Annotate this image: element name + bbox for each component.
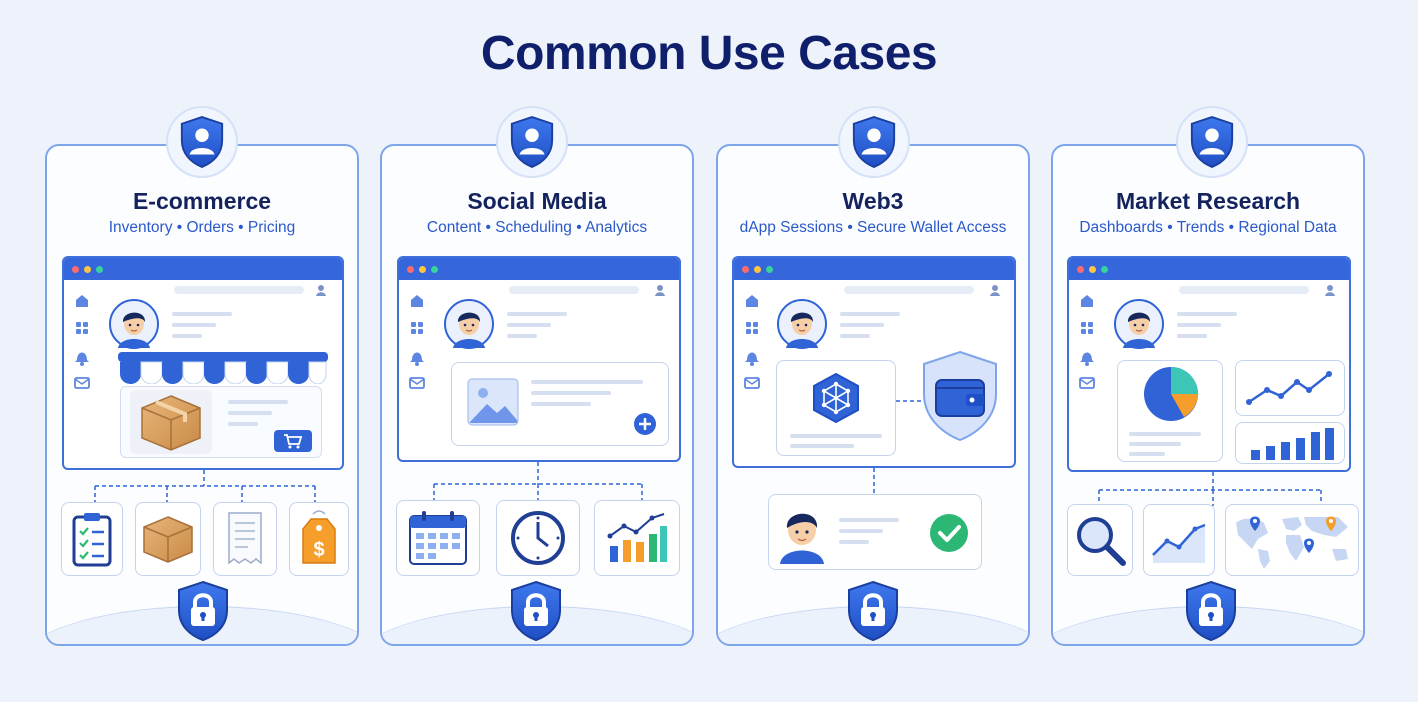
svg-text:$: $ — [313, 539, 324, 561]
avatar — [776, 298, 828, 350]
tile-time — [496, 500, 580, 576]
app-window-mockup — [732, 256, 1016, 468]
card-subtitle: dApp Sessions • Secure Wallet Access — [739, 219, 1007, 236]
tile-receipts — [213, 502, 277, 576]
world-map-icon — [1236, 516, 1348, 569]
add-post-button — [634, 413, 656, 435]
card-title: Social Media — [467, 188, 607, 214]
user-shield-icon — [508, 115, 556, 169]
app-window-mockup — [62, 256, 344, 470]
user-shield-badge — [166, 106, 238, 178]
connector-lines — [1098, 472, 1322, 506]
card-subtitle: Content • Scheduling • Analytics — [426, 219, 648, 236]
shopping-cart-icon — [284, 434, 303, 449]
connector-line — [873, 468, 875, 496]
sidebar-nav-icons — [70, 290, 94, 390]
bar-chart-icon — [1251, 428, 1334, 460]
tile-inventory — [135, 502, 201, 576]
clipboard-checklist-icon — [72, 513, 112, 567]
card-title: E-commerce — [132, 188, 272, 214]
image-icon — [467, 378, 519, 426]
add-to-cart-button — [274, 430, 312, 452]
clock-icon — [511, 511, 565, 565]
price-tag-icon: $ — [302, 510, 336, 564]
tile-orders — [61, 502, 123, 576]
tile-search — [1067, 504, 1133, 576]
tile-trends — [1143, 504, 1215, 576]
card-social-media: Social Media Content • Scheduling • Anal… — [380, 144, 694, 646]
trend-line-icon — [1246, 371, 1332, 405]
card-ecommerce: E-commerce Inventory • Orders • Pricing … — [45, 144, 359, 646]
blockchain-node-icon — [813, 372, 859, 424]
pie-chart-icon — [1144, 367, 1198, 421]
storefront-awning-icon — [118, 352, 328, 384]
avatar — [1113, 298, 1165, 350]
verified-check-icon — [930, 514, 968, 552]
sidebar-nav-icons — [405, 290, 429, 390]
sidebar-nav-icons — [740, 290, 764, 390]
magnifier-icon — [1077, 517, 1126, 566]
card-market-research: Market Research Dashboards • Trends • Re… — [1051, 144, 1365, 646]
package-box-icon — [141, 395, 201, 451]
user-shield-badge — [838, 106, 910, 178]
tile-pricing: $ — [289, 502, 349, 576]
connector-lines — [433, 462, 643, 502]
package-box-icon — [143, 516, 193, 563]
user-avatar-icon — [780, 513, 824, 564]
lock-shield-icon — [174, 580, 232, 642]
page-title: Common Use Cases — [480, 27, 938, 80]
connector-lines — [94, 470, 316, 504]
sidebar-nav-icons — [1075, 290, 1099, 390]
user-shield-icon — [850, 115, 898, 169]
lock-shield-icon — [844, 580, 902, 642]
card-title: Market Research — [1115, 188, 1301, 214]
trend-line-icon — [1152, 523, 1206, 563]
lock-shield-icon — [507, 580, 565, 642]
user-shield-badge — [1176, 106, 1248, 178]
card-subtitle: Inventory • Orders • Pricing — [108, 219, 296, 236]
avatar — [443, 298, 495, 350]
card-web3: Web3 dApp Sessions • Secure Wallet Acces… — [716, 144, 1030, 646]
user-shield-icon — [1188, 115, 1236, 169]
card-subtitle: Dashboards • Trends • Regional Data — [1079, 219, 1337, 236]
app-window-mockup — [1067, 256, 1351, 472]
user-icon — [1325, 285, 1335, 296]
tile-scheduling — [396, 500, 480, 576]
tile-analytics — [594, 500, 680, 576]
growth-chart-icon — [607, 513, 667, 562]
tile-regional-data — [1225, 504, 1359, 576]
receipt-icon — [228, 512, 262, 565]
user-shield-icon — [178, 115, 226, 169]
card-title: Web3 — [842, 188, 904, 214]
avatar — [108, 298, 160, 350]
user-shield-badge — [496, 106, 568, 178]
wallet-shield-icon — [923, 350, 997, 442]
user-icon — [655, 285, 665, 296]
user-icon — [990, 285, 1000, 296]
user-icon — [316, 285, 326, 296]
calendar-icon — [409, 511, 467, 565]
lock-shield-icon — [1182, 580, 1240, 642]
app-window-mockup — [397, 256, 681, 462]
